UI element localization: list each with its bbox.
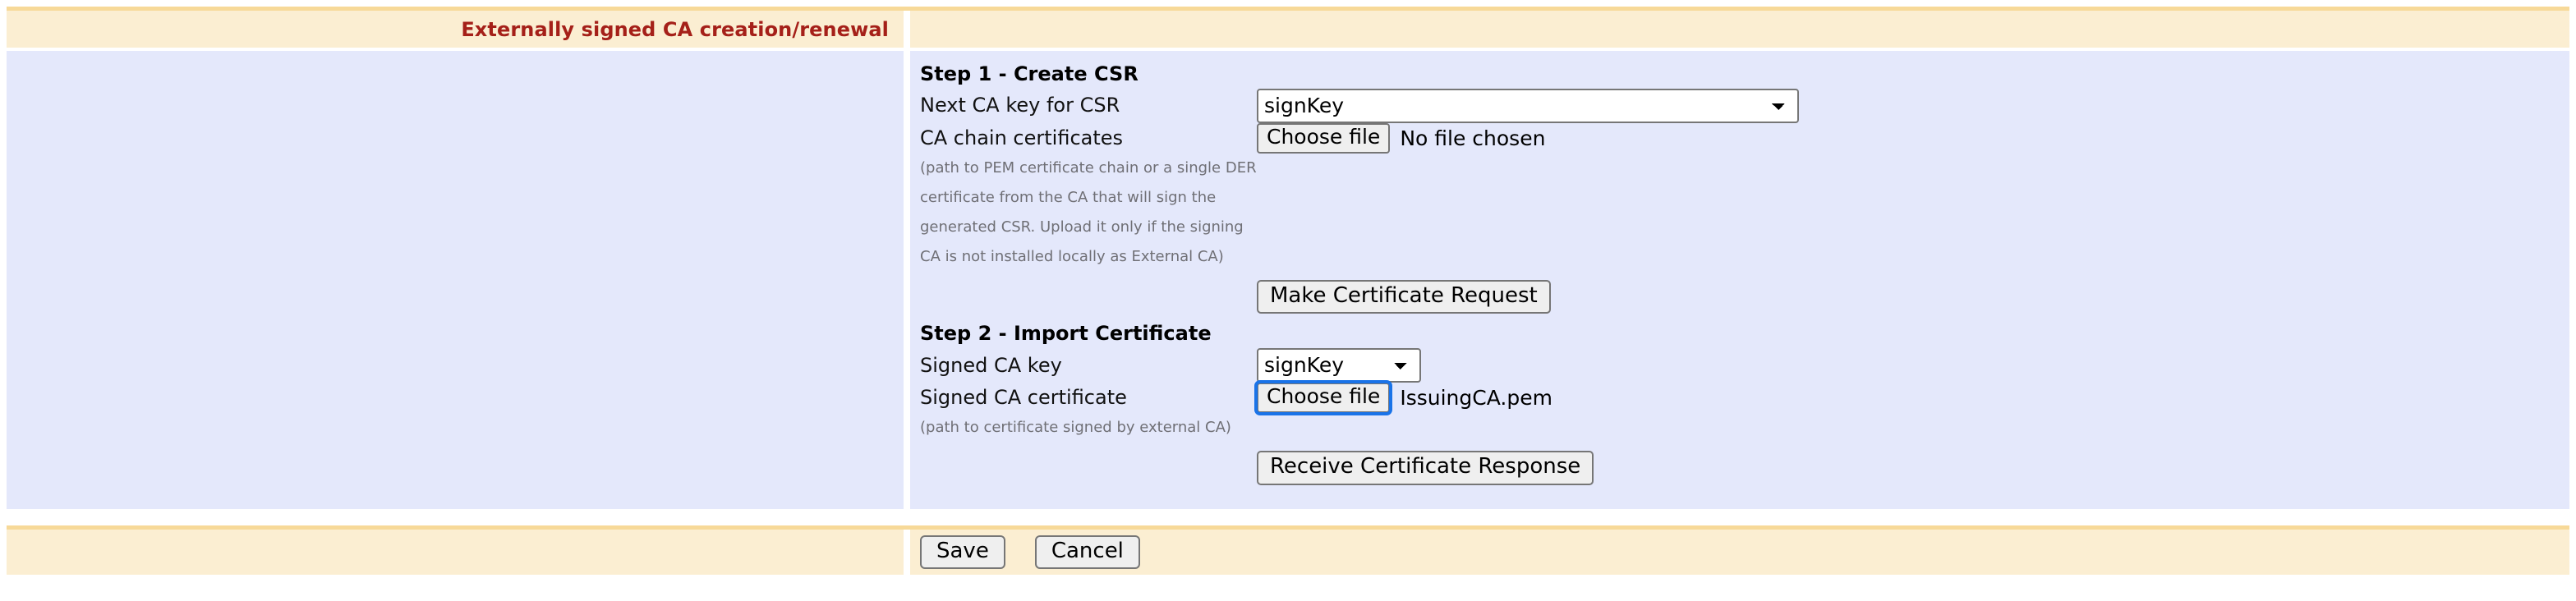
row-signed-ca-key: Signed CA key signKey — [920, 348, 2569, 383]
content-right-column: Step 1 - Create CSR Next CA key for CSR … — [910, 51, 2569, 509]
ca-chain-choose-file-button[interactable]: Choose file — [1257, 123, 1391, 154]
next-ca-key-field: signKey — [1257, 89, 2569, 123]
save-button[interactable]: Save — [920, 534, 1005, 570]
row-receive-certificate-response: Receive Certificate Response — [920, 443, 2569, 492]
row-signed-ca-certificate: Signed CA certificate Choose file Issuin… — [920, 380, 2569, 416]
header-right-cell — [910, 11, 2569, 48]
row-next-ca-key: Next CA key for CSR signKey — [920, 89, 2569, 123]
signed-ca-certificate-label: Signed CA certificate — [920, 386, 1127, 410]
cancel-button[interactable]: Cancel — [1034, 534, 1140, 570]
signed-ca-certificate-file-name: IssuingCA.pem — [1400, 386, 1552, 411]
step1-heading: Step 1 - Create CSR — [920, 62, 1138, 85]
section-content: Step 1 - Create CSR Next CA key for CSR … — [7, 51, 2569, 509]
signed-ca-key-label: Signed CA key — [920, 353, 1062, 377]
next-ca-key-select[interactable]: signKey — [1257, 89, 1799, 123]
receive-certificate-response-button[interactable]: Receive Certificate Response — [1257, 451, 1594, 485]
ca-chain-certificates-label: CA chain certificates — [920, 126, 1124, 149]
signed-ca-certificate-field: Choose file IssuingCA.pem — [1254, 380, 2569, 416]
row-make-certificate-request: Make Certificate Request — [920, 272, 2569, 321]
ca-chain-file-name: No file chosen — [1400, 126, 1546, 150]
certificate-form: Step 1 - Create CSR Next CA key for CSR … — [920, 51, 2569, 492]
signed-ca-certificate-file-input[interactable]: Choose file IssuingCA.pem — [1254, 380, 1552, 416]
footer-left-cell — [7, 530, 904, 575]
page-title: Externally signed CA creation/renewal — [461, 17, 889, 41]
content-left-column — [7, 51, 904, 509]
signed-ca-certificate-choose-file-button[interactable]: Choose file — [1254, 380, 1393, 416]
receive-response-field: Receive Certificate Response — [1257, 451, 2569, 485]
ca-chain-hint-line-3: generated CSR. Upload it only if the sig… — [920, 218, 1244, 236]
ca-chain-hint-line-4: CA is not installed locally as External … — [920, 247, 1224, 265]
make-request-field: Make Certificate Request — [1257, 279, 2569, 314]
section-footer-bar: Save Cancel — [7, 525, 2569, 575]
footer-column-divider — [904, 530, 910, 575]
section-header-bar: Externally signed CA creation/renewal — [7, 7, 2569, 48]
signed-ca-certificate-hint: (path to certificate signed by external … — [920, 419, 1231, 437]
header-title-cell: Externally signed CA creation/renewal — [7, 11, 904, 48]
next-ca-key-label: Next CA key for CSR — [920, 94, 1120, 117]
make-certificate-request-button[interactable]: Make Certificate Request — [1257, 279, 1551, 314]
step2-heading: Step 2 - Import Certificate — [920, 322, 1212, 346]
content-column-divider — [904, 51, 910, 509]
ca-chain-certificates-field: Choose file No file chosen — [1257, 123, 2569, 154]
footer-actions: Save Cancel — [910, 530, 2569, 575]
row-ca-chain-certificates: CA chain certificates Choose file No fil… — [920, 123, 2569, 154]
ca-chain-hint-line-2: certificate from the CA that will sign t… — [920, 188, 1217, 206]
signed-ca-key-field: signKey — [1257, 348, 2569, 383]
ca-chain-hint-line-1: (path to PEM certificate chain or a sing… — [920, 158, 1257, 177]
ca-chain-file-input[interactable]: Choose file No file chosen — [1257, 123, 1545, 154]
header-column-divider — [904, 11, 910, 48]
signed-ca-key-select[interactable]: signKey — [1257, 348, 1421, 383]
